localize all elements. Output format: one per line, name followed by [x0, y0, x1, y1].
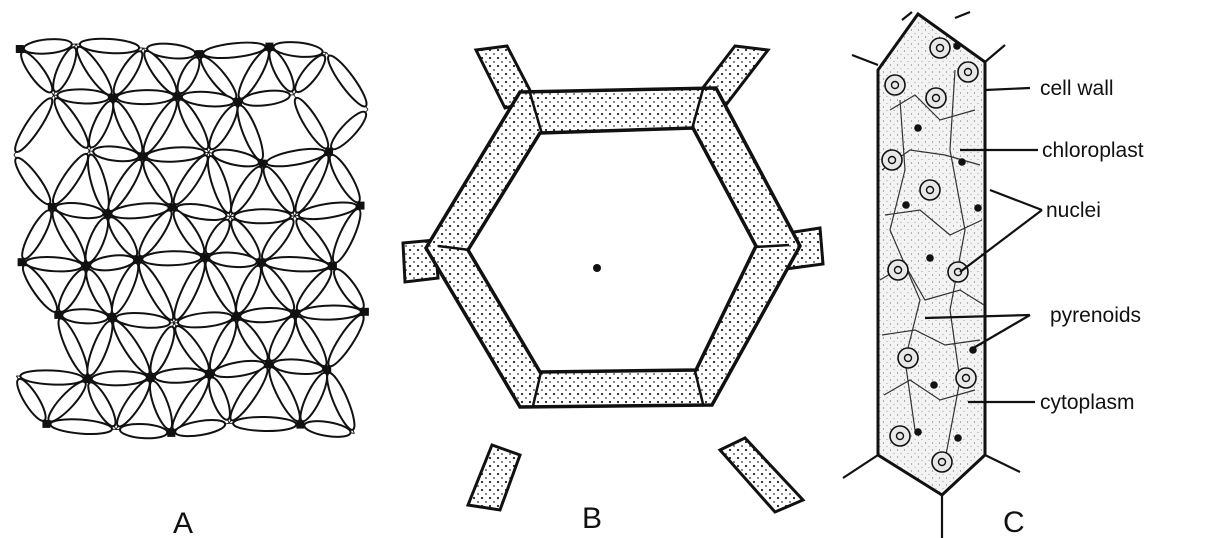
nucleus [890, 426, 910, 446]
pyrenoid [954, 434, 962, 442]
net-junction [104, 210, 112, 218]
net-junction [167, 429, 175, 437]
net-cell [117, 90, 174, 105]
label-cytoplasm: cytoplasm [1040, 391, 1135, 414]
net-junction [134, 255, 142, 263]
net-junction [169, 203, 177, 211]
net-junction [109, 94, 117, 102]
nucleus [932, 452, 952, 472]
net-junction [16, 45, 24, 53]
net-cell [259, 163, 299, 216]
net-junction [201, 253, 209, 261]
pyrenoid [953, 42, 961, 50]
net-cell [83, 319, 117, 378]
nucleus [948, 262, 968, 282]
label-chloroplast: chloroplast [1042, 139, 1144, 162]
net-cell [146, 379, 177, 432]
net-cells [10, 37, 371, 440]
panel-b-letter: B [582, 502, 602, 535]
pyrenoid [930, 381, 938, 389]
nucleus [958, 62, 978, 82]
net-junction [323, 365, 331, 373]
panel-b-mesh [403, 46, 823, 512]
panel-c-cell [843, 12, 1020, 538]
net-cell [233, 416, 296, 431]
net-cell [17, 207, 56, 262]
net-junction [147, 373, 155, 381]
net-junction [259, 160, 267, 168]
pyrenoid [926, 254, 934, 262]
panel-a-letter: A [173, 507, 193, 538]
net-junction [18, 258, 26, 266]
net-cell [173, 54, 203, 96]
net-junction [234, 98, 242, 106]
net-cell [323, 52, 371, 111]
net-junction [329, 262, 337, 270]
label-nuclei: nuclei [1046, 199, 1101, 222]
net-junction [54, 311, 62, 319]
net-cell [92, 371, 148, 387]
hexagon-cell-wall [426, 88, 800, 407]
net-cell [240, 307, 292, 324]
net-junction [257, 258, 265, 266]
pyrenoid [914, 124, 922, 132]
net-junction [108, 314, 116, 322]
net-cell [62, 308, 108, 324]
net-junction [357, 202, 365, 210]
pyrenoid [902, 201, 910, 209]
mesh-center-dot [593, 264, 601, 272]
net-cell [291, 51, 330, 95]
pyrenoid [958, 158, 966, 166]
panel-c-letter: C [1003, 506, 1025, 538]
net-junction [232, 313, 240, 321]
net-cell [171, 322, 214, 374]
net-cell [201, 216, 234, 257]
net-cell [142, 250, 201, 266]
nucleus [920, 180, 940, 200]
net-junction [48, 203, 56, 211]
nucleus [882, 150, 902, 170]
pyrenoid [914, 428, 922, 436]
nucleus [930, 38, 950, 58]
net-junction [206, 370, 214, 378]
net-cell [11, 154, 55, 208]
net-cell [205, 102, 242, 153]
net-cell [325, 152, 364, 206]
net-junction [325, 148, 333, 156]
nucleus [956, 368, 976, 388]
nucleus [926, 88, 946, 108]
net-cell [234, 209, 291, 224]
net-cell [139, 157, 177, 208]
net-junction [361, 308, 369, 316]
net-cell [17, 48, 57, 96]
net-junction [82, 262, 90, 270]
net-cell [120, 423, 168, 440]
net-junction [265, 360, 273, 368]
label-pyrenoids: pyrenoids [1050, 304, 1141, 327]
net-junction [84, 375, 92, 383]
label-cell-wall: cell wall [1040, 77, 1114, 100]
nucleus [898, 348, 918, 368]
net-cell [54, 266, 90, 315]
net-junction [42, 420, 50, 428]
net-junction [139, 153, 147, 161]
net-cell [48, 150, 93, 207]
net-junction [296, 421, 304, 429]
net-junction [291, 310, 299, 318]
nucleus [888, 260, 908, 280]
net-cell [290, 94, 333, 152]
net-cell [233, 316, 273, 365]
net-cell [299, 305, 361, 321]
nucleus [885, 75, 905, 95]
net-cell [10, 95, 57, 156]
net-cell [104, 214, 142, 260]
net-junction [265, 43, 273, 51]
net-junction [195, 50, 203, 58]
net-junction [174, 93, 182, 101]
net-cell [327, 108, 371, 154]
panel-a-net [10, 37, 371, 440]
pyrenoid [974, 204, 982, 212]
net-cell [20, 369, 84, 386]
